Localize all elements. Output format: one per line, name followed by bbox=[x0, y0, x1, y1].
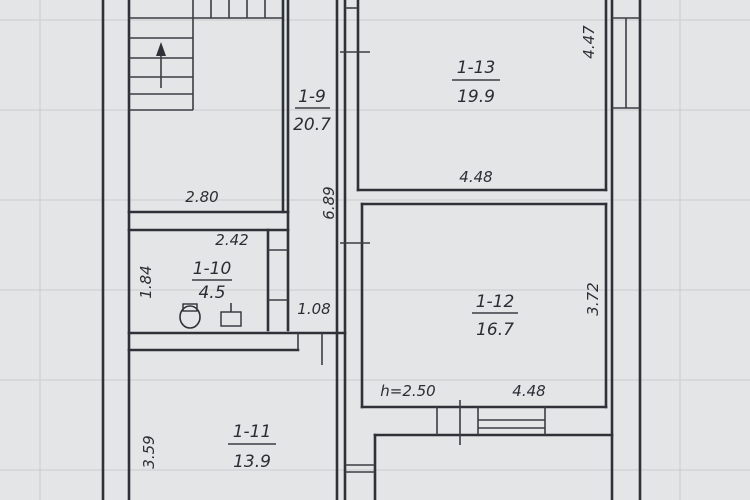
room-1-10-area: 4.5 bbox=[198, 283, 225, 303]
room-1-9-area: 20.7 bbox=[293, 115, 331, 135]
room-1-12-area: 16.7 bbox=[476, 320, 514, 340]
dim-1-08: 1.08 bbox=[297, 300, 330, 318]
room-1-11-id: 1-11 bbox=[233, 422, 272, 442]
room-1-11-area: 13.9 bbox=[233, 452, 271, 472]
dim-4-48-top: 4.48 bbox=[459, 168, 492, 186]
room-1-9-id: 1-9 bbox=[298, 87, 326, 107]
dim-4-48-bottom: 4.48 bbox=[512, 382, 545, 400]
dim-2-80: 2.80 bbox=[185, 188, 218, 206]
dim-2-42: 2.42 bbox=[215, 231, 248, 249]
dim-1-84: 1.84 bbox=[137, 265, 155, 298]
room-1-12-id: 1-12 bbox=[476, 292, 515, 312]
ceiling-height-label: h=2.50 bbox=[380, 382, 435, 400]
room-1-13-id: 1-13 bbox=[457, 58, 496, 78]
room-1-13-area: 19.9 bbox=[457, 87, 495, 107]
dim-3-72: 3.72 bbox=[584, 282, 602, 315]
sink-fixture bbox=[220, 303, 242, 327]
dim-4-47: 4.47 bbox=[580, 25, 598, 59]
staircase bbox=[129, 0, 283, 111]
toilet-fixture bbox=[179, 303, 201, 329]
dim-6-89: 6.89 bbox=[320, 186, 338, 219]
dim-3-59: 3.59 bbox=[140, 435, 158, 468]
interior-walls bbox=[127, 0, 640, 500]
stair-arrow-head bbox=[156, 42, 166, 56]
room-1-10-id: 1-10 bbox=[193, 259, 232, 279]
exterior-walls bbox=[101, 0, 642, 500]
